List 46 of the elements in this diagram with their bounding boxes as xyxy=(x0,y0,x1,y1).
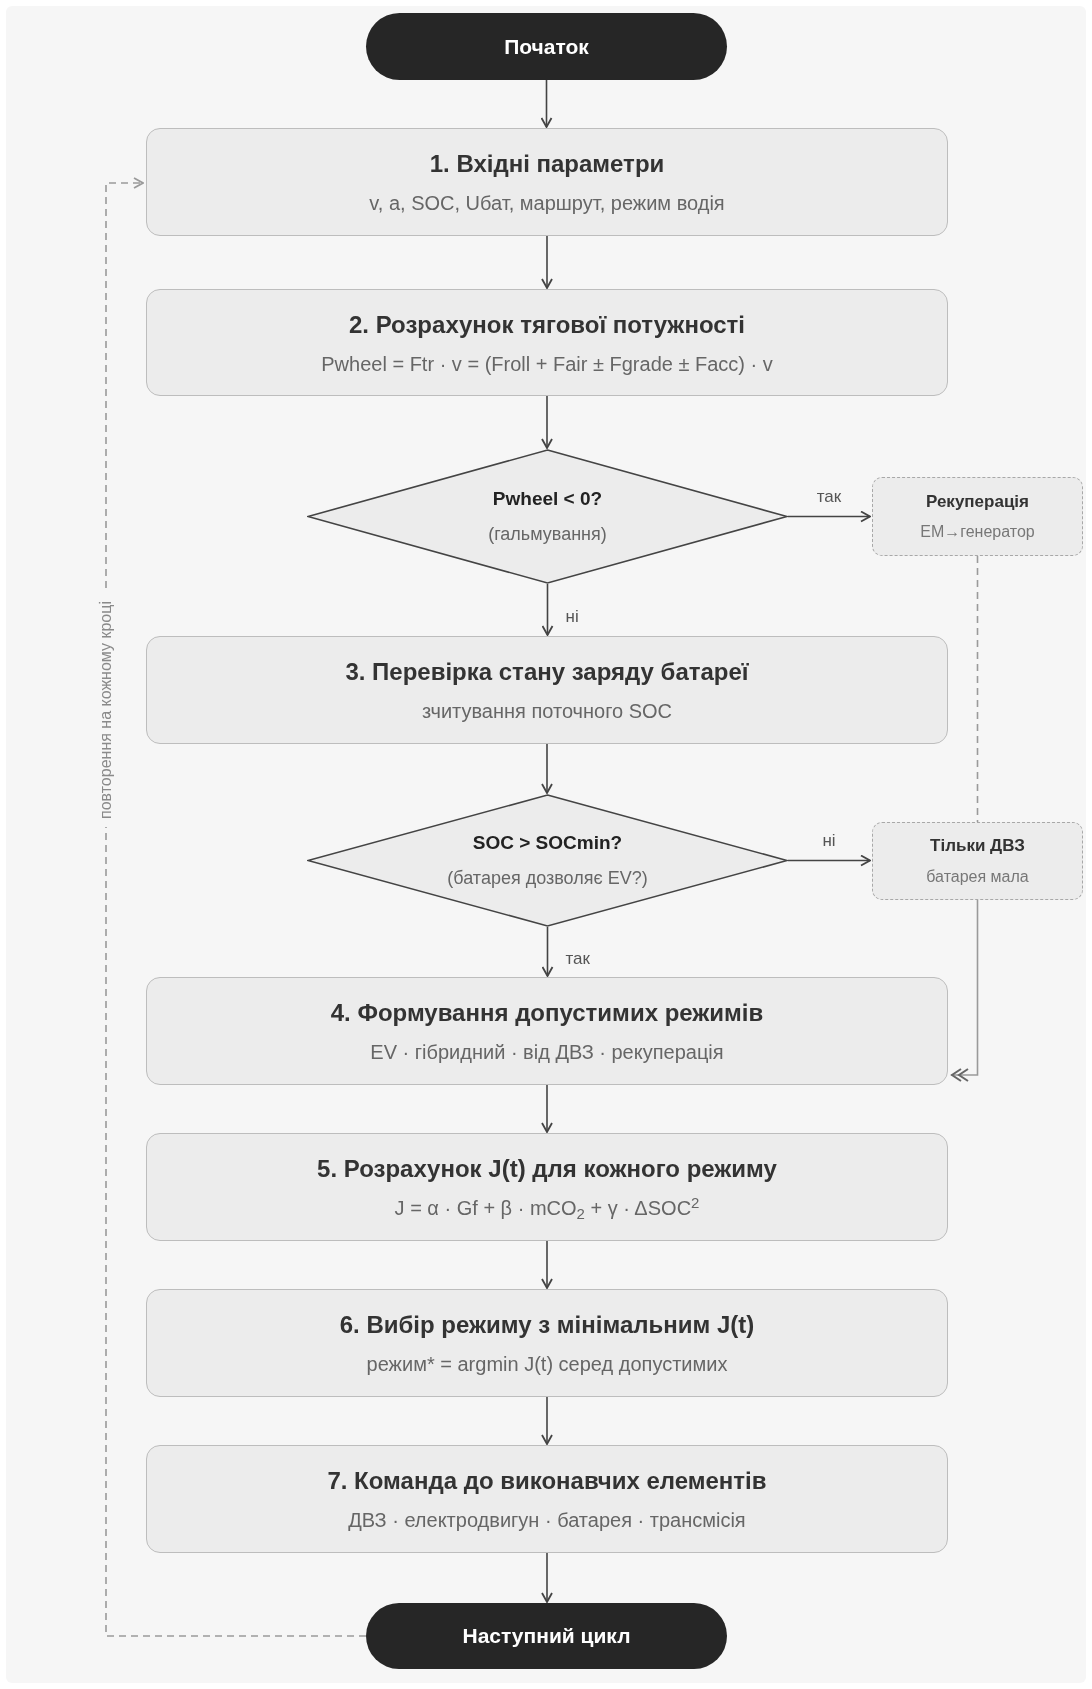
arrow xyxy=(541,743,553,794)
process-box xyxy=(146,1289,948,1397)
arrow xyxy=(787,510,871,523)
dashed-connector xyxy=(976,555,979,823)
step-detail: режим* = argmin J(t) серед допустимих xyxy=(366,1352,728,1377)
arrow xyxy=(541,1396,553,1445)
process-box xyxy=(146,289,948,396)
dashed-box xyxy=(872,477,1083,556)
decision-note: (гальмування) xyxy=(488,523,607,547)
step-detail: зчитування поточного SOC xyxy=(421,699,673,724)
step-title: 4. Формування допустимих режимів xyxy=(330,998,764,1028)
decision-note: (батарея дозволяє EV?) xyxy=(447,867,648,891)
step-title: 5. Розрахунок J(t) для кожного режиму xyxy=(317,1154,777,1184)
arrow xyxy=(541,1240,553,1289)
step-detail: J = α · Gf + β · mCO$_{2}$ + γ · ΔSOC$^{2}$ xyxy=(394,1193,700,1223)
arrow xyxy=(541,1084,553,1133)
arrow xyxy=(541,1552,553,1603)
dashed-box xyxy=(872,822,1083,900)
arrow xyxy=(787,854,871,867)
step-detail: ДВЗ · електродвигун · батарея · трансмісія xyxy=(348,1508,746,1533)
step-detail: EV · гібридний · від ДВЗ · рекуперація xyxy=(370,1040,724,1065)
process-box xyxy=(146,977,948,1085)
decision-question: Pwheel < 0? xyxy=(492,486,603,511)
step-title: 2. Розрахунок тягової потужності xyxy=(349,309,745,340)
decision-question: SOC > SOCmin? xyxy=(472,830,623,855)
box-title: Тільки ДВЗ xyxy=(930,835,1025,858)
arrow xyxy=(541,926,554,977)
step-title: 1. Вхідні параметри xyxy=(429,149,665,179)
step-detail: Pwheel = Ftr · v = (Froll + Fair ± Fgrade ± Facc) · v xyxy=(321,351,773,377)
terminal-label: Наступний цикл xyxy=(462,1623,631,1650)
process-box xyxy=(146,1133,948,1241)
arrow xyxy=(541,235,553,289)
box-detail: EM→генератор xyxy=(920,522,1035,543)
process-box xyxy=(146,128,948,236)
step-title: 3. Перевірка стану заряду батареї xyxy=(345,657,749,687)
step-title: 6. Вибір режиму з мінімальним J(t) xyxy=(339,1310,755,1340)
box-detail: батарея мала xyxy=(926,866,1029,887)
step-title: 7. Команда до виконавчих елементів xyxy=(327,1466,767,1496)
box-title: Рекуперація xyxy=(926,490,1029,513)
arrow xyxy=(541,583,554,636)
terminal-label: Початок xyxy=(504,33,589,60)
process-box xyxy=(146,636,948,744)
arrow xyxy=(541,395,553,449)
process-box xyxy=(146,1445,948,1553)
step-detail: v, a, SOC, Uбат, маршрут, режим водія xyxy=(369,191,725,216)
arrow xyxy=(540,79,553,128)
